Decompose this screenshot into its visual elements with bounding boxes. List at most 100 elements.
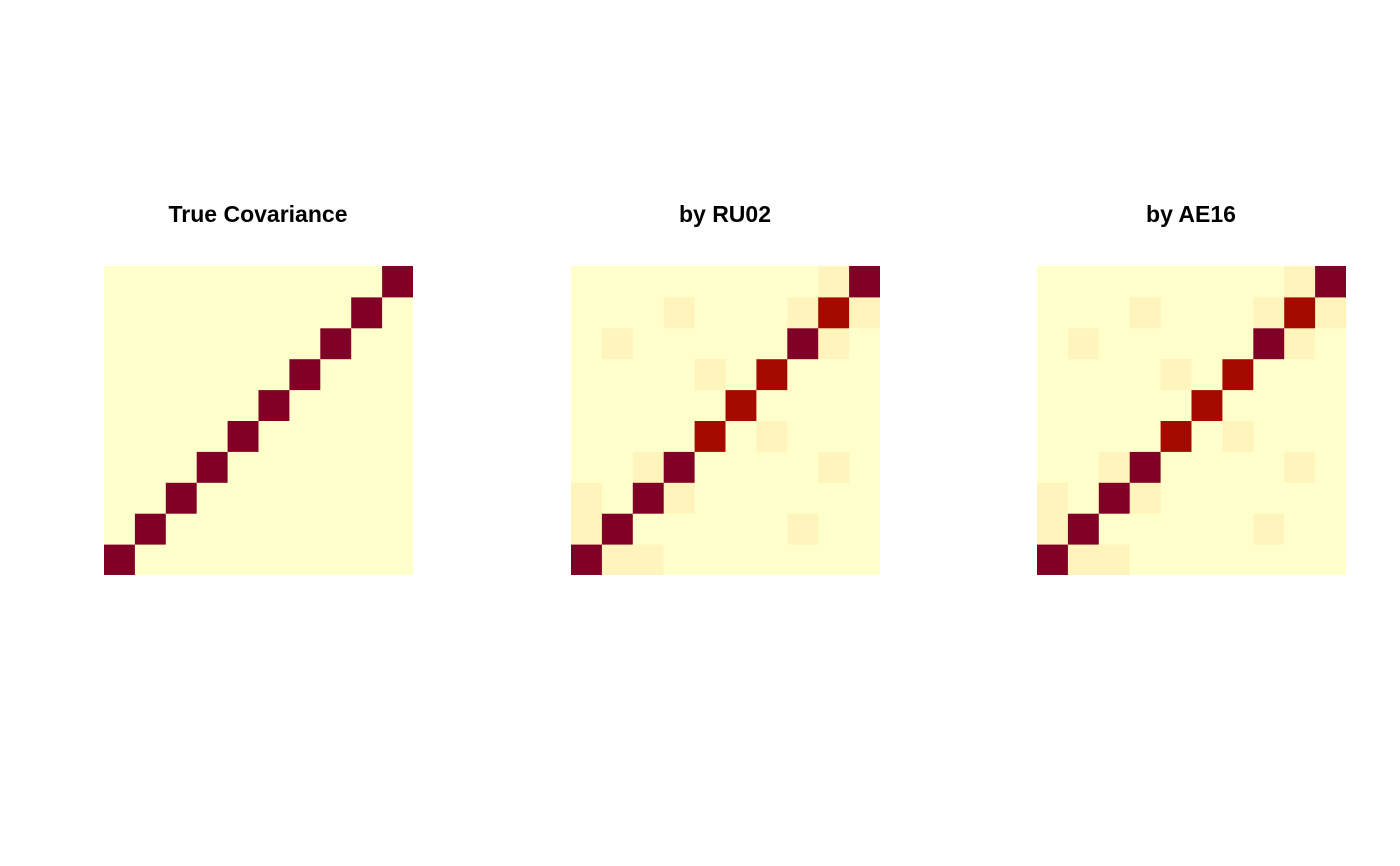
heatmap-cell-5-8	[725, 296, 757, 329]
heatmap-ae16	[1037, 266, 1346, 575]
heatmap-cell-1-5	[1067, 389, 1100, 421]
heatmap-cell-6-4	[756, 420, 788, 452]
heatmap-cell-2-9	[1098, 266, 1131, 298]
heatmap-cell-8-1	[351, 513, 383, 545]
heatmap-cell-5-3	[258, 451, 290, 483]
heatmap-cell-1-8	[601, 296, 634, 329]
heatmap-cell-0-5	[1037, 389, 1069, 421]
heatmap-cell-9-1	[382, 513, 413, 545]
heatmap-cell-9-6	[1315, 358, 1346, 391]
heatmap-cell-1-3	[1067, 451, 1100, 483]
heatmap-cell-2-0	[165, 544, 198, 575]
heatmap-cell-6-3	[756, 451, 788, 483]
heatmap-cell-3-5	[663, 389, 696, 421]
heatmap-cell-8-7	[1284, 327, 1316, 360]
heatmap-cell-7-6	[787, 358, 819, 391]
heatmap-cell-4-9	[1160, 266, 1192, 298]
heatmap-cell-2-6	[1098, 358, 1131, 391]
heatmap-cell-9-2	[849, 482, 880, 514]
heatmap-cell-5-3	[1191, 451, 1223, 483]
heatmap-cell-9-5	[849, 389, 880, 421]
heatmap-cell-5-9	[1191, 266, 1223, 298]
heatmap-cell-8-5	[351, 389, 383, 421]
heatmap-cell-7-3	[787, 451, 819, 483]
heatmap-cell-2-2	[1098, 482, 1131, 514]
heatmap-cell-4-8	[227, 296, 259, 329]
heatmap-cell-5-7	[725, 327, 757, 360]
heatmap-cell-6-0	[756, 544, 788, 575]
heatmap-true-covariance	[104, 266, 413, 575]
heatmap-cell-3-6	[663, 358, 696, 391]
heatmap-cell-8-4	[1284, 420, 1316, 452]
heatmap-cell-9-5	[382, 389, 413, 421]
heatmap-cell-8-5	[1284, 389, 1316, 421]
heatmap-cell-1-9	[134, 266, 167, 298]
heatmap-cell-2-6	[165, 358, 198, 391]
heatmap-cell-9-2	[1315, 482, 1346, 514]
heatmap-cell-5-8	[1191, 296, 1223, 329]
heatmap-cell-3-0	[1129, 544, 1162, 575]
heatmap-cell-7-7	[787, 327, 819, 360]
heatmap-cell-8-3	[1284, 451, 1316, 483]
heatmap-cell-7-8	[320, 296, 352, 329]
heatmap-cell-3-4	[196, 420, 229, 452]
heatmap-cell-7-4	[787, 420, 819, 452]
heatmap-cell-0-1	[104, 513, 136, 545]
panel-title-true-covariance: True Covariance	[168, 201, 348, 227]
heatmap-cell-5-4	[258, 420, 290, 452]
heatmap-cell-0-5	[571, 389, 603, 421]
heatmap-cell-2-0	[632, 544, 665, 575]
heatmap-cell-3-7	[196, 327, 229, 360]
heatmap-cell-9-0	[382, 544, 413, 575]
heatmap-cell-3-6	[1129, 358, 1162, 391]
heatmap-cell-6-7	[289, 327, 321, 360]
heatmap-cell-2-0	[1098, 544, 1131, 575]
heatmap-cell-7-0	[1253, 544, 1285, 575]
heatmap-cell-4-3	[227, 451, 259, 483]
heatmap-cell-4-2	[227, 482, 259, 514]
heatmap-cell-6-8	[1222, 296, 1254, 329]
heatmap-cell-1-8	[134, 296, 167, 329]
heatmap-cell-0-4	[571, 420, 603, 452]
heatmap-cell-7-5	[320, 389, 352, 421]
heatmap-cell-7-1	[320, 513, 352, 545]
heatmap-cell-1-7	[601, 327, 634, 360]
heatmap-cell-2-8	[632, 296, 665, 329]
heatmap-cell-0-9	[104, 266, 136, 298]
heatmap-cell-0-7	[104, 327, 136, 360]
heatmap-cell-1-6	[134, 358, 167, 391]
heatmap-cell-6-6	[1222, 358, 1254, 391]
heatmap-cell-0-9	[571, 266, 603, 298]
heatmap-cell-7-8	[787, 296, 819, 329]
heatmap-cell-4-2	[694, 482, 726, 514]
heatmap-cell-2-6	[632, 358, 665, 391]
heatmap-cell-3-7	[1129, 327, 1162, 360]
heatmap-cell-3-5	[196, 389, 229, 421]
heatmap-cell-4-5	[1160, 389, 1192, 421]
heatmap-cell-4-0	[1160, 544, 1192, 575]
heatmap-cell-2-1	[165, 513, 198, 545]
heatmap-cell-9-6	[849, 358, 880, 391]
heatmap-cell-5-1	[258, 513, 290, 545]
heatmap-cell-1-0	[1067, 544, 1100, 575]
heatmap-cell-7-9	[787, 266, 819, 298]
heatmap-cell-2-3	[1098, 451, 1131, 483]
heatmap-cell-9-2	[382, 482, 413, 514]
heatmap-cell-5-3	[725, 451, 757, 483]
heatmap-cell-1-9	[1067, 266, 1100, 298]
heatmap-cell-4-2	[1160, 482, 1192, 514]
heatmap-cell-2-5	[165, 389, 198, 421]
heatmap-cell-6-1	[1222, 513, 1254, 545]
heatmap-cell-5-9	[725, 266, 757, 298]
heatmap-cell-4-1	[1160, 513, 1192, 545]
heatmap-cell-9-5	[1315, 389, 1346, 421]
heatmap-cell-0-8	[1037, 296, 1069, 329]
heatmap-cell-7-2	[787, 482, 819, 514]
heatmap-cell-8-2	[351, 482, 383, 514]
heatmap-cell-8-2	[1284, 482, 1316, 514]
heatmap-cell-2-7	[1098, 327, 1131, 360]
heatmap-cell-2-4	[1098, 420, 1131, 452]
heatmap-cell-7-2	[1253, 482, 1285, 514]
heatmap-cell-9-1	[849, 513, 880, 545]
heatmap-cell-4-4	[1160, 420, 1192, 452]
